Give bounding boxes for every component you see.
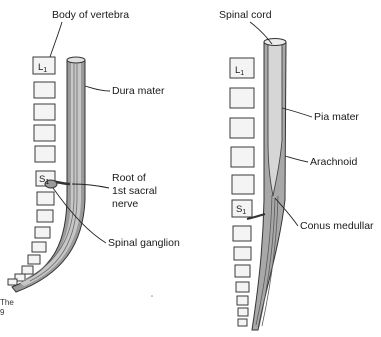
vertebra-co4 [8, 279, 17, 285]
left-vertebral-column [8, 57, 55, 285]
vertebra-s3 [37, 210, 53, 222]
vertebra-l2 [230, 88, 254, 108]
stray-dot [151, 295, 153, 297]
right-panel: L1 S1 Spinal cord Pia mater Arachnoid Co… [151, 9, 374, 330]
vertebra-l4 [34, 125, 55, 141]
vertebra-s4 [35, 227, 50, 238]
cropped-caption-line1: The [0, 298, 14, 307]
body-of-vertebra-label: Body of vertebra [52, 9, 129, 21]
cropped-caption-line2: 9 [0, 308, 5, 317]
vertebra-co3 [238, 319, 247, 326]
dura-mater-label: Dura mater [112, 85, 165, 97]
pia-mater-leader [282, 108, 312, 117]
vertebra-l4 [231, 147, 254, 167]
vertebra-s3 [234, 247, 251, 260]
vertebra-co1 [28, 255, 40, 264]
pia-mater-label: Pia mater [314, 111, 359, 123]
left-dural-sac-opening [67, 57, 85, 63]
vertebra-l2 [34, 82, 55, 98]
root-of-sacral-nerve-line1: Root of [112, 172, 146, 184]
vertebra-co2 [238, 308, 248, 316]
vertebra-s2 [233, 226, 251, 241]
vertebra-l5 [35, 146, 55, 162]
vertebra-l3 [230, 118, 254, 138]
vertebra-s4 [235, 265, 250, 277]
body-of-vertebra-leader [50, 22, 62, 57]
spinal-cord-opening [264, 39, 286, 46]
vertebra-s2 [37, 192, 54, 205]
spinal-cord-label: Spinal cord [219, 9, 272, 21]
right-vertebral-column [230, 58, 254, 326]
vertebra-s5 [32, 242, 46, 252]
conus-medullaris-label: Conus medullar [300, 220, 374, 232]
vertebra-l5 [232, 175, 254, 194]
vertebra-co1 [237, 296, 248, 305]
arachnoid-leader [285, 156, 308, 162]
arachnoid-label: Arachnoid [310, 156, 357, 168]
root-of-sacral-nerve-line3: nerve [112, 198, 138, 210]
spinal-ganglion-label: Spinal ganglion [108, 237, 180, 249]
dura-mater-leader [85, 86, 110, 91]
vertebra-s5 [236, 282, 249, 292]
vertebra-co2 [22, 266, 33, 274]
root-of-sacral-nerve-line2: 1st sacral [112, 185, 157, 197]
left-panel: L1 S1 Body of vertebra Dura mater Root o… [0, 9, 180, 317]
vertebra-l3 [34, 104, 55, 120]
